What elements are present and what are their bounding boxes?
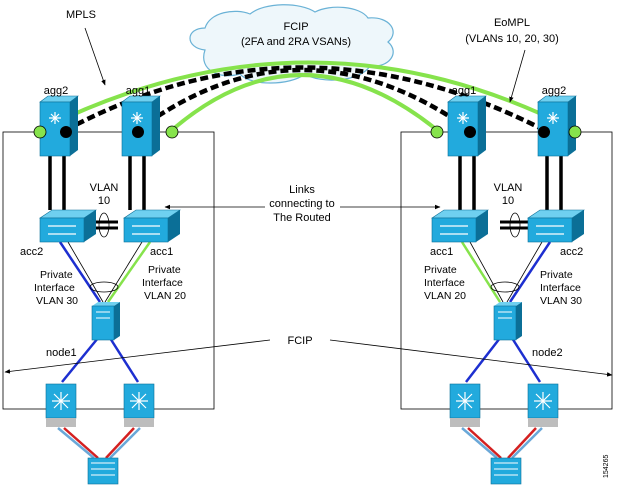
right-private-vlan30-line3: VLAN 30 xyxy=(540,295,582,307)
mpls-label: MPLS xyxy=(66,9,96,21)
left-vlan10-label: VLAN xyxy=(90,182,119,194)
left-private-vlan30-line1: Private xyxy=(40,269,73,281)
node1-label: node1 xyxy=(46,347,77,359)
left-site-box xyxy=(2,131,215,410)
agg-acc-links xyxy=(48,155,563,210)
fcip-top-sublabel: (2FA and 2RA VSANs) xyxy=(241,36,351,48)
left-private-vlan20-line3: VLAN 20 xyxy=(144,290,186,302)
left-private-vlan20-line1: Private xyxy=(148,264,181,276)
left-private-vlan30-line2: Interface xyxy=(34,282,75,294)
right-vlan10-label: VLAN xyxy=(494,182,523,194)
eompls-green-links xyxy=(39,60,576,132)
storage-array-icon[interactable] xyxy=(87,457,119,485)
left-private-vlan20-line2: Interface xyxy=(142,277,183,289)
eompl-sublabel: (VLANs 10, 20, 30) xyxy=(465,33,559,45)
right-acc1-label: acc1 xyxy=(430,246,453,258)
left-private-vlan30-line3: VLAN 30 xyxy=(36,295,78,307)
links-label-2: connecting to xyxy=(269,198,334,210)
server-fabric-links xyxy=(61,337,542,383)
fabric-switch-icon[interactable] xyxy=(123,383,155,427)
server-ellipses xyxy=(89,281,520,293)
left-vlan10-number: 10 xyxy=(98,195,110,207)
router-icon[interactable] xyxy=(447,95,487,157)
switch-icon[interactable] xyxy=(527,209,585,243)
server-icon[interactable] xyxy=(91,302,120,341)
router-icon[interactable] xyxy=(39,95,79,157)
right-agg2-label: agg2 xyxy=(542,85,566,97)
fabric-switch-icon[interactable] xyxy=(527,383,559,427)
right-private-vlan30-line1: Private xyxy=(540,269,573,281)
node2-label: node2 xyxy=(532,347,563,359)
right-site-box xyxy=(400,131,613,410)
links-label-3: The Routed xyxy=(273,212,330,224)
left-agg2-label: agg2 xyxy=(44,85,68,97)
left-acc1-label: acc1 xyxy=(150,246,173,258)
eompl-label: EoMPL xyxy=(494,17,530,29)
acc-server-links xyxy=(58,241,552,303)
fabric-switch-icon[interactable] xyxy=(449,383,481,427)
figure-code: 154265 xyxy=(603,455,610,478)
switch-icon[interactable] xyxy=(431,209,489,243)
right-private-vlan20-line3: VLAN 20 xyxy=(424,290,466,302)
right-acc2-label: acc2 xyxy=(560,246,583,258)
right-private-vlan20-line1: Private xyxy=(424,264,457,276)
vlan10-ellipses xyxy=(98,212,521,238)
server-icon[interactable] xyxy=(493,302,522,341)
switch-icon[interactable] xyxy=(123,209,181,243)
fabric-switch-icon[interactable] xyxy=(45,383,77,427)
agg-port-dots xyxy=(33,125,582,139)
right-private-vlan30-line2: Interface xyxy=(540,282,581,294)
router-icon[interactable] xyxy=(537,95,577,157)
router-icon[interactable] xyxy=(121,95,161,157)
right-agg1-label: agg1 xyxy=(452,85,476,97)
right-private-vlan20-line2: Interface xyxy=(424,277,465,289)
right-vlan10-number: 10 xyxy=(502,195,514,207)
storage-array-icon[interactable] xyxy=(490,457,522,485)
left-agg1-label: agg1 xyxy=(126,85,150,97)
left-acc2-label: acc2 xyxy=(20,246,43,258)
fcip-top-label: FCIP xyxy=(283,21,308,33)
callout-arrows xyxy=(84,27,526,103)
fcip-mid-label: FCIP xyxy=(287,335,312,347)
fabric-storage-links xyxy=(57,427,543,459)
links-label-1: Links xyxy=(289,184,315,196)
switch-icon[interactable] xyxy=(39,209,97,243)
fcip-arrows xyxy=(4,339,613,377)
